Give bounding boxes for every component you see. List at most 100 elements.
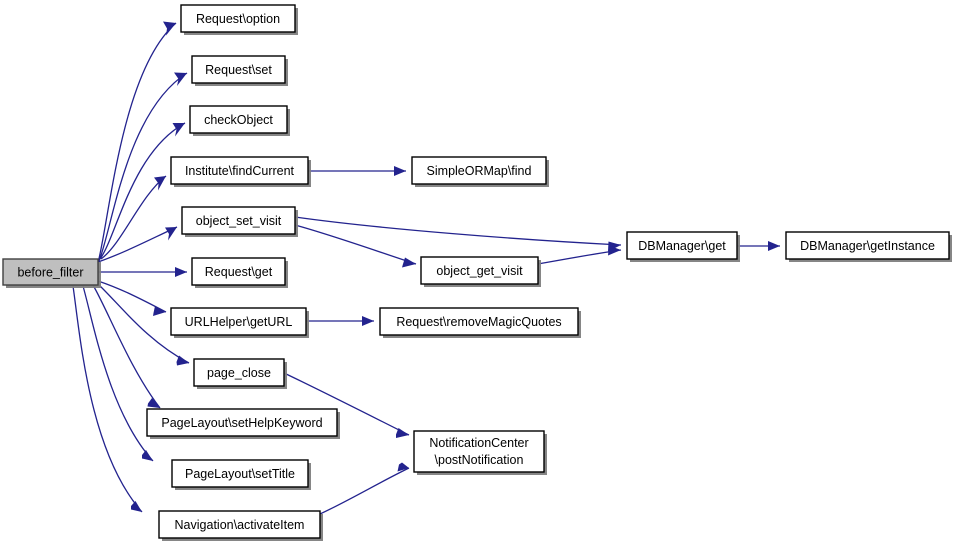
- node-rect[interactable]: [171, 459, 309, 488]
- edge-navigation_activateitem-to-notificationcenter_postnotification: [319, 462, 410, 515]
- node-dbmanager_getinstance[interactable]: DBManager\getInstance: [785, 231, 952, 262]
- arrow-head-icon: [396, 428, 409, 438]
- node-rect[interactable]: [158, 510, 321, 539]
- node-rect[interactable]: [2, 258, 99, 286]
- edge-line: [99, 122, 186, 260]
- arrow-head-icon: [174, 72, 187, 86]
- edge-line: [97, 22, 177, 264]
- node-before_filter[interactable]: before_filter: [2, 258, 101, 288]
- node-institute_findcurrent[interactable]: Institute\findCurrent: [170, 156, 311, 187]
- edge-before_filter-to-request_get: [98, 267, 187, 277]
- node-label: PageLayout\setHelpKeyword: [161, 416, 322, 430]
- node-pagelayout_sethelpkeyword[interactable]: PageLayout\setHelpKeyword: [146, 408, 340, 439]
- node-label: object_get_visit: [436, 264, 523, 278]
- node-label: URLHelper\getURL: [185, 315, 293, 329]
- node-rect[interactable]: [181, 206, 296, 235]
- edge-line: [72, 285, 143, 513]
- node-request_set[interactable]: Request\set: [191, 55, 288, 86]
- edge-before_filter-to-request_set: [98, 72, 188, 262]
- edge-institute_findcurrent-to-simpleormap_find: [308, 166, 406, 176]
- edge-page_close-to-notificationcenter_postnotification: [283, 372, 410, 438]
- node-rect[interactable]: [379, 307, 579, 336]
- edge-dbmanager_get-to-dbmanager_getinstance: [737, 241, 780, 251]
- node-page_close[interactable]: page_close: [193, 358, 287, 389]
- node-rect[interactable]: [180, 4, 296, 33]
- arrow-head-icon: [147, 398, 160, 408]
- arrow-head-icon: [175, 267, 187, 277]
- node-rect[interactable]: [170, 307, 307, 336]
- node-label-line2: \postNotification: [435, 453, 524, 467]
- node-rect[interactable]: [146, 408, 338, 437]
- edge-before_filter-to-urlhelper_geturl: [97, 280, 167, 316]
- node-rect[interactable]: [191, 55, 286, 84]
- node-request_get[interactable]: Request\get: [191, 257, 288, 288]
- node-notificationcenter_postnotification[interactable]: NotificationCenter \postNotification: [413, 430, 547, 475]
- node-simpleormap_find[interactable]: SimpleORMap\find: [411, 156, 549, 187]
- edge-line: [100, 175, 167, 260]
- node-pagelayout_settitle[interactable]: PageLayout\setTitle: [171, 459, 311, 490]
- arrow-head-icon: [394, 166, 406, 176]
- node-label: Request\get: [205, 265, 273, 279]
- arrow-head-icon: [768, 241, 780, 251]
- node-request_option[interactable]: Request\option: [180, 4, 298, 35]
- node-label: page_close: [207, 366, 271, 380]
- arrow-head-icon: [163, 21, 176, 36]
- node-label-line1: NotificationCenter: [429, 436, 528, 450]
- arrow-head-icon: [131, 501, 142, 512]
- node-rect[interactable]: [413, 430, 545, 473]
- edge-line: [294, 224, 417, 265]
- node-rect[interactable]: [420, 256, 539, 285]
- edge-before_filter-to-navigation_activateitem: [72, 285, 143, 513]
- node-label: DBManager\get: [638, 239, 726, 253]
- node-urlhelper_geturl[interactable]: URLHelper\getURL: [170, 307, 309, 338]
- node-label: SimpleORMap\find: [427, 164, 532, 178]
- node-object_get_visit[interactable]: object_get_visit: [420, 256, 541, 287]
- arrow-head-icon: [154, 176, 166, 191]
- arrow-head-icon: [176, 355, 189, 366]
- node-label: Institute\findCurrent: [185, 164, 295, 178]
- edge-before_filter-to-checkobject: [99, 122, 186, 260]
- node-dbmanager_get[interactable]: DBManager\get: [626, 231, 740, 262]
- node-rect[interactable]: [626, 231, 738, 260]
- edge-before_filter-to-object_set_visit: [97, 226, 178, 263]
- edge-line: [97, 226, 178, 263]
- node-rect[interactable]: [191, 257, 286, 286]
- edge-line: [92, 284, 161, 409]
- node-rect[interactable]: [193, 358, 285, 387]
- node-rect[interactable]: [170, 156, 309, 185]
- edge-object_set_visit-to-object_get_visit: [294, 224, 417, 268]
- edge-before_filter-to-pagelayout_settitle: [82, 285, 154, 462]
- arrow-head-icon: [172, 123, 185, 137]
- node-label: Navigation\activateItem: [175, 518, 305, 532]
- arrow-head-icon: [402, 257, 416, 268]
- node-rect[interactable]: [189, 105, 288, 134]
- node-rect[interactable]: [411, 156, 547, 185]
- node-checkobject[interactable]: checkObject: [189, 105, 290, 136]
- edge-line: [283, 372, 410, 436]
- node-request_removemagicquotes[interactable]: Request\removeMagicQuotes: [379, 307, 581, 338]
- edge-line: [294, 216, 622, 246]
- edge-before_filter-to-pagelayout_sethelpkeyword: [92, 284, 161, 409]
- edge-object_get_visit-to-dbmanager_get: [537, 245, 622, 265]
- node-label: Request\option: [196, 12, 280, 26]
- edge-line: [82, 285, 154, 462]
- node-rect[interactable]: [785, 231, 950, 260]
- node-object_set_visit[interactable]: object_set_visit: [181, 206, 298, 237]
- edges-layer: [72, 21, 780, 515]
- node-label: Request\set: [205, 63, 272, 77]
- arrow-head-icon: [608, 245, 621, 256]
- node-label: checkObject: [204, 113, 273, 127]
- node-label: object_set_visit: [196, 214, 282, 228]
- arrow-head-icon: [165, 227, 177, 241]
- edge-line: [98, 72, 188, 262]
- edge-before_filter-to-request_option: [97, 21, 177, 264]
- node-label: before_filter: [17, 265, 83, 279]
- edge-before_filter-to-page_close: [98, 284, 190, 366]
- node-navigation_activateitem[interactable]: Navigation\activateItem: [158, 510, 323, 541]
- arrow-head-icon: [153, 306, 166, 316]
- edge-urlhelper_geturl-to-request_removemagicquotes: [306, 316, 374, 326]
- arrow-head-icon: [362, 316, 374, 326]
- node-label: PageLayout\setTitle: [185, 467, 295, 481]
